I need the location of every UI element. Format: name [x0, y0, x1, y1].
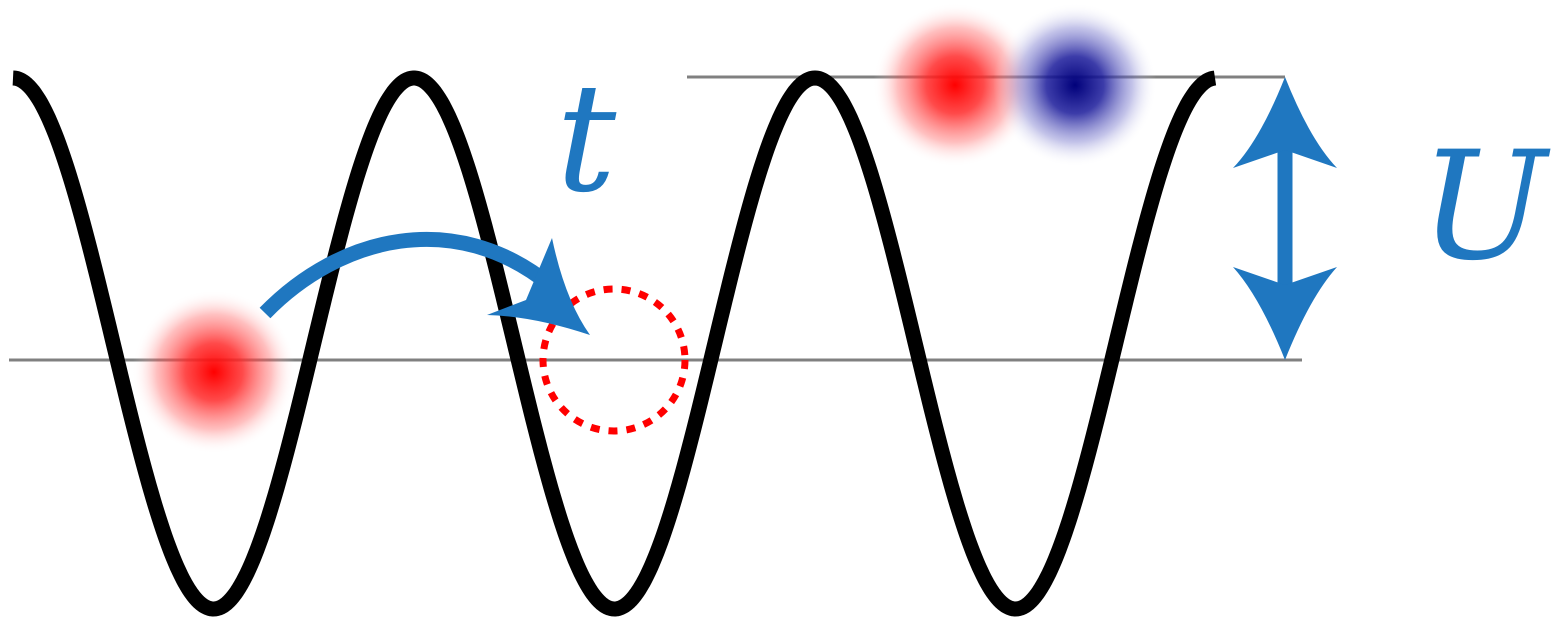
spin-up-particle-doubly-occupied [873, 3, 1037, 167]
hopping-label: t [556, 52, 617, 226]
spin-up-particle-left [132, 290, 296, 454]
interaction-label: U [1420, 120, 1551, 294]
dotted-circle-icon [539, 285, 689, 435]
curved-arrow-icon [259, 231, 590, 335]
lattice-potential-curve [7, 70, 1221, 617]
spin-down-particle-doubly-occupied [993, 3, 1157, 167]
double-headed-arrow-icon [1233, 77, 1337, 360]
